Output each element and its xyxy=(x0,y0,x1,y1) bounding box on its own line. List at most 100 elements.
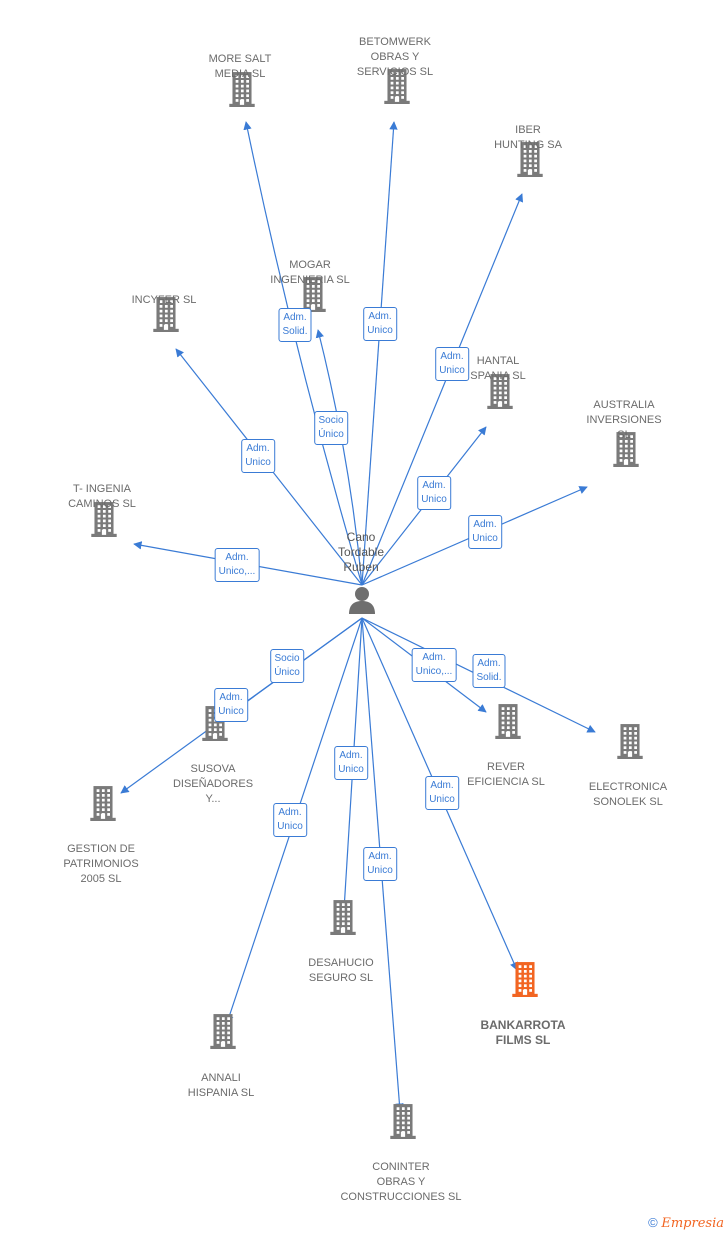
relation-text: Único xyxy=(318,429,344,440)
relation-label-coninter[interactable]: Adm.Unico xyxy=(363,847,397,881)
building-icon[interactable] xyxy=(89,501,119,542)
company-name-line: SERVICIOS SL xyxy=(356,66,434,78)
building-icon[interactable] xyxy=(208,1013,238,1054)
relation-label-electronica[interactable]: Adm.Solid. xyxy=(472,654,506,688)
company-name-line: OBRAS Y xyxy=(370,51,420,63)
building-icon[interactable] xyxy=(151,296,181,337)
company-name-line: SL xyxy=(617,429,631,441)
person-name-line: Ruben xyxy=(343,560,379,574)
relation-text: Adm. xyxy=(339,750,363,761)
relation-label-rever[interactable]: Adm.Unico,... xyxy=(411,648,457,682)
relation-text: Socio xyxy=(318,415,344,426)
relation-text: Adm. xyxy=(219,692,243,703)
relation-text: Adm. xyxy=(473,519,497,530)
relation-text: Adm. xyxy=(246,443,270,454)
relation-text: Unico,... xyxy=(218,566,256,577)
building-icon[interactable] xyxy=(298,276,328,317)
company-name-line: SUSOVA xyxy=(190,763,236,775)
relation-label-betomwerk[interactable]: Adm.Unico xyxy=(363,307,397,341)
relation-text: Adm. xyxy=(225,552,249,563)
relation-text: Unico xyxy=(421,494,447,505)
relation-text: Unico xyxy=(245,457,271,468)
company-label-t-ingenia[interactable]: T- INGENIA CAMINOS SL xyxy=(68,482,136,512)
company-name-line: SPANIA SL xyxy=(470,370,526,382)
building-icon[interactable] xyxy=(485,373,515,414)
relation-text: Adm. xyxy=(430,780,454,791)
company-name-line: ANNALI xyxy=(201,1072,241,1084)
company-name-line: REVER xyxy=(487,761,525,773)
building-icon[interactable] xyxy=(382,68,412,109)
relation-text: Adm. xyxy=(283,312,307,323)
relation-text: Solid. xyxy=(282,326,308,337)
relation-label-gestion[interactable]: Adm. Unico xyxy=(214,688,248,722)
company-name-line: MORE SALT xyxy=(208,53,272,65)
company-name-line: BETOMWERK xyxy=(359,36,431,48)
relation-label-annali[interactable]: Adm. Unico xyxy=(273,803,307,837)
building-icon[interactable] xyxy=(611,431,641,472)
brand-name: Empresia xyxy=(661,1216,724,1231)
relation-label-hantal[interactable]: Adm.Unico xyxy=(417,476,451,510)
company-name-line: INVERSIONES xyxy=(586,414,662,426)
relation-label-australia[interactable]: Adm. Unico xyxy=(468,515,502,549)
building-icon[interactable] xyxy=(227,71,257,112)
relation-text: Unico xyxy=(472,533,498,544)
company-name-line: PATRIMONIOS xyxy=(63,858,139,870)
relation-text: Unico xyxy=(277,821,303,832)
relation-text: Unico xyxy=(338,764,364,775)
company-name-line: AUSTRALIA xyxy=(593,399,655,411)
edge-iber-hunting xyxy=(361,193,524,586)
building-icon[interactable] xyxy=(88,785,118,826)
relation-label-t-ingenia[interactable]: Adm. Unico,... xyxy=(214,548,260,582)
building-icon[interactable] xyxy=(493,703,523,744)
company-name-line: HUNTING SA xyxy=(494,139,562,151)
company-name-line: MOGAR xyxy=(289,259,331,271)
company-label-betomwerk[interactable]: BETOMWERK OBRAS Y SERVICIOS SL xyxy=(357,35,433,80)
relation-label-more-salt[interactable]: Adm. Solid. xyxy=(278,308,312,342)
relation-text: Adm. xyxy=(477,658,501,669)
relation-text: Adm. xyxy=(278,807,302,818)
relation-label-iber-hunting[interactable]: Adm.Unico xyxy=(435,347,469,381)
company-label-annali[interactable]: ANNALI HISPANIA SL xyxy=(188,1071,254,1101)
building-icon[interactable] xyxy=(510,961,540,1002)
company-name-line: INCYFER SL xyxy=(131,294,197,306)
company-name-line: HISPANIA SL xyxy=(187,1087,255,1099)
relation-label-bankarrota[interactable]: Adm.Unico xyxy=(425,776,459,810)
relation-text: Adm. xyxy=(422,652,446,663)
relation-text: Unico xyxy=(218,706,244,717)
footer-brand: © Empresia xyxy=(648,1215,724,1231)
company-name-line: SONOLEK SL xyxy=(593,796,663,808)
company-name-line: EFICIENCIA SL xyxy=(467,776,545,788)
company-label-incyfer[interactable]: INCYFER SL xyxy=(132,293,197,308)
company-name-line: CONSTRUCCIONES SL xyxy=(340,1191,462,1203)
building-icon[interactable] xyxy=(388,1103,418,1144)
relation-text: Unico xyxy=(367,865,393,876)
relation-label-desahucio[interactable]: Adm. Unico xyxy=(334,746,368,780)
company-name-line: GESTION DE xyxy=(67,843,135,855)
building-icon[interactable] xyxy=(515,141,545,182)
building-icon[interactable] xyxy=(328,899,358,940)
relation-label-incyfer[interactable]: Adm. Unico xyxy=(241,439,275,473)
company-name-line: BANKARROTA xyxy=(480,1018,566,1032)
company-name-line: T- INGENIA xyxy=(72,483,132,495)
company-label-australia[interactable]: AUSTRALIA INVERSIONES SL xyxy=(586,398,661,443)
edge-betomwerk xyxy=(361,121,398,586)
company-label-rever[interactable]: REVER EFICIENCIA SL xyxy=(467,760,545,790)
company-name-line: CAMINOS SL xyxy=(68,498,136,510)
person-icon[interactable] xyxy=(347,585,377,620)
relation-text: Unico xyxy=(439,365,465,376)
building-icon[interactable] xyxy=(615,723,645,764)
relation-text: Único xyxy=(274,667,300,678)
